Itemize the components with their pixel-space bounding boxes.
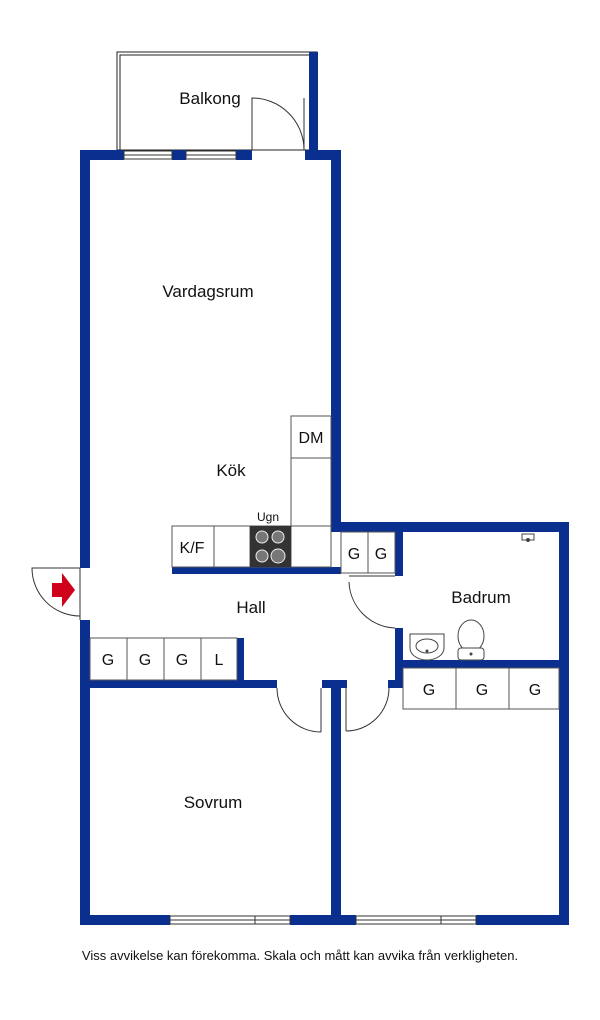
doors	[31, 97, 396, 733]
fridge-freezer-label: K/F	[180, 540, 205, 557]
linen-closet-label: L	[215, 652, 224, 669]
floor-plan: Balkong Vardagsrum Kök Hall Badrum Sovru…	[31, 51, 569, 925]
entrance-arrow-icon	[52, 573, 75, 607]
room-label-hall: Hall	[236, 598, 265, 617]
outer-walls	[80, 52, 569, 925]
interior-walls	[80, 532, 569, 925]
windows	[123, 150, 477, 925]
wardrobe-label: G	[529, 682, 541, 699]
room-label-kitchen: Kök	[216, 461, 246, 480]
faucet-icon	[521, 533, 535, 542]
wardrobe-label: G	[348, 546, 360, 563]
stove-label: Ugn	[257, 510, 279, 524]
wardrobe-label: G	[423, 682, 435, 699]
bathroom-fixtures	[409, 533, 535, 661]
toilet-icon	[457, 619, 485, 661]
hall-wardrobes	[89, 531, 396, 681]
wardrobe-label: G	[102, 652, 114, 669]
kitchen-fixtures	[171, 415, 332, 568]
wardrobe-label: G	[476, 682, 488, 699]
room-label-living: Vardagsrum	[162, 282, 253, 301]
disclaimer-text: Viss avvikelse kan förekomma. Skala och …	[81, 948, 519, 963]
wardrobe-label: G	[139, 652, 151, 669]
wardrobe-label: G	[176, 652, 188, 669]
sink-icon	[409, 633, 445, 661]
room-label-bathroom: Badrum	[451, 588, 511, 607]
wardrobe-label: G	[375, 546, 387, 563]
bedroom-wardrobes	[402, 667, 560, 710]
stove-icon	[250, 526, 291, 567]
dishwasher-label: DM	[299, 430, 324, 447]
room-label-balcony: Balkong	[179, 89, 240, 108]
room-label-bedroom: Sovrum	[184, 793, 243, 812]
